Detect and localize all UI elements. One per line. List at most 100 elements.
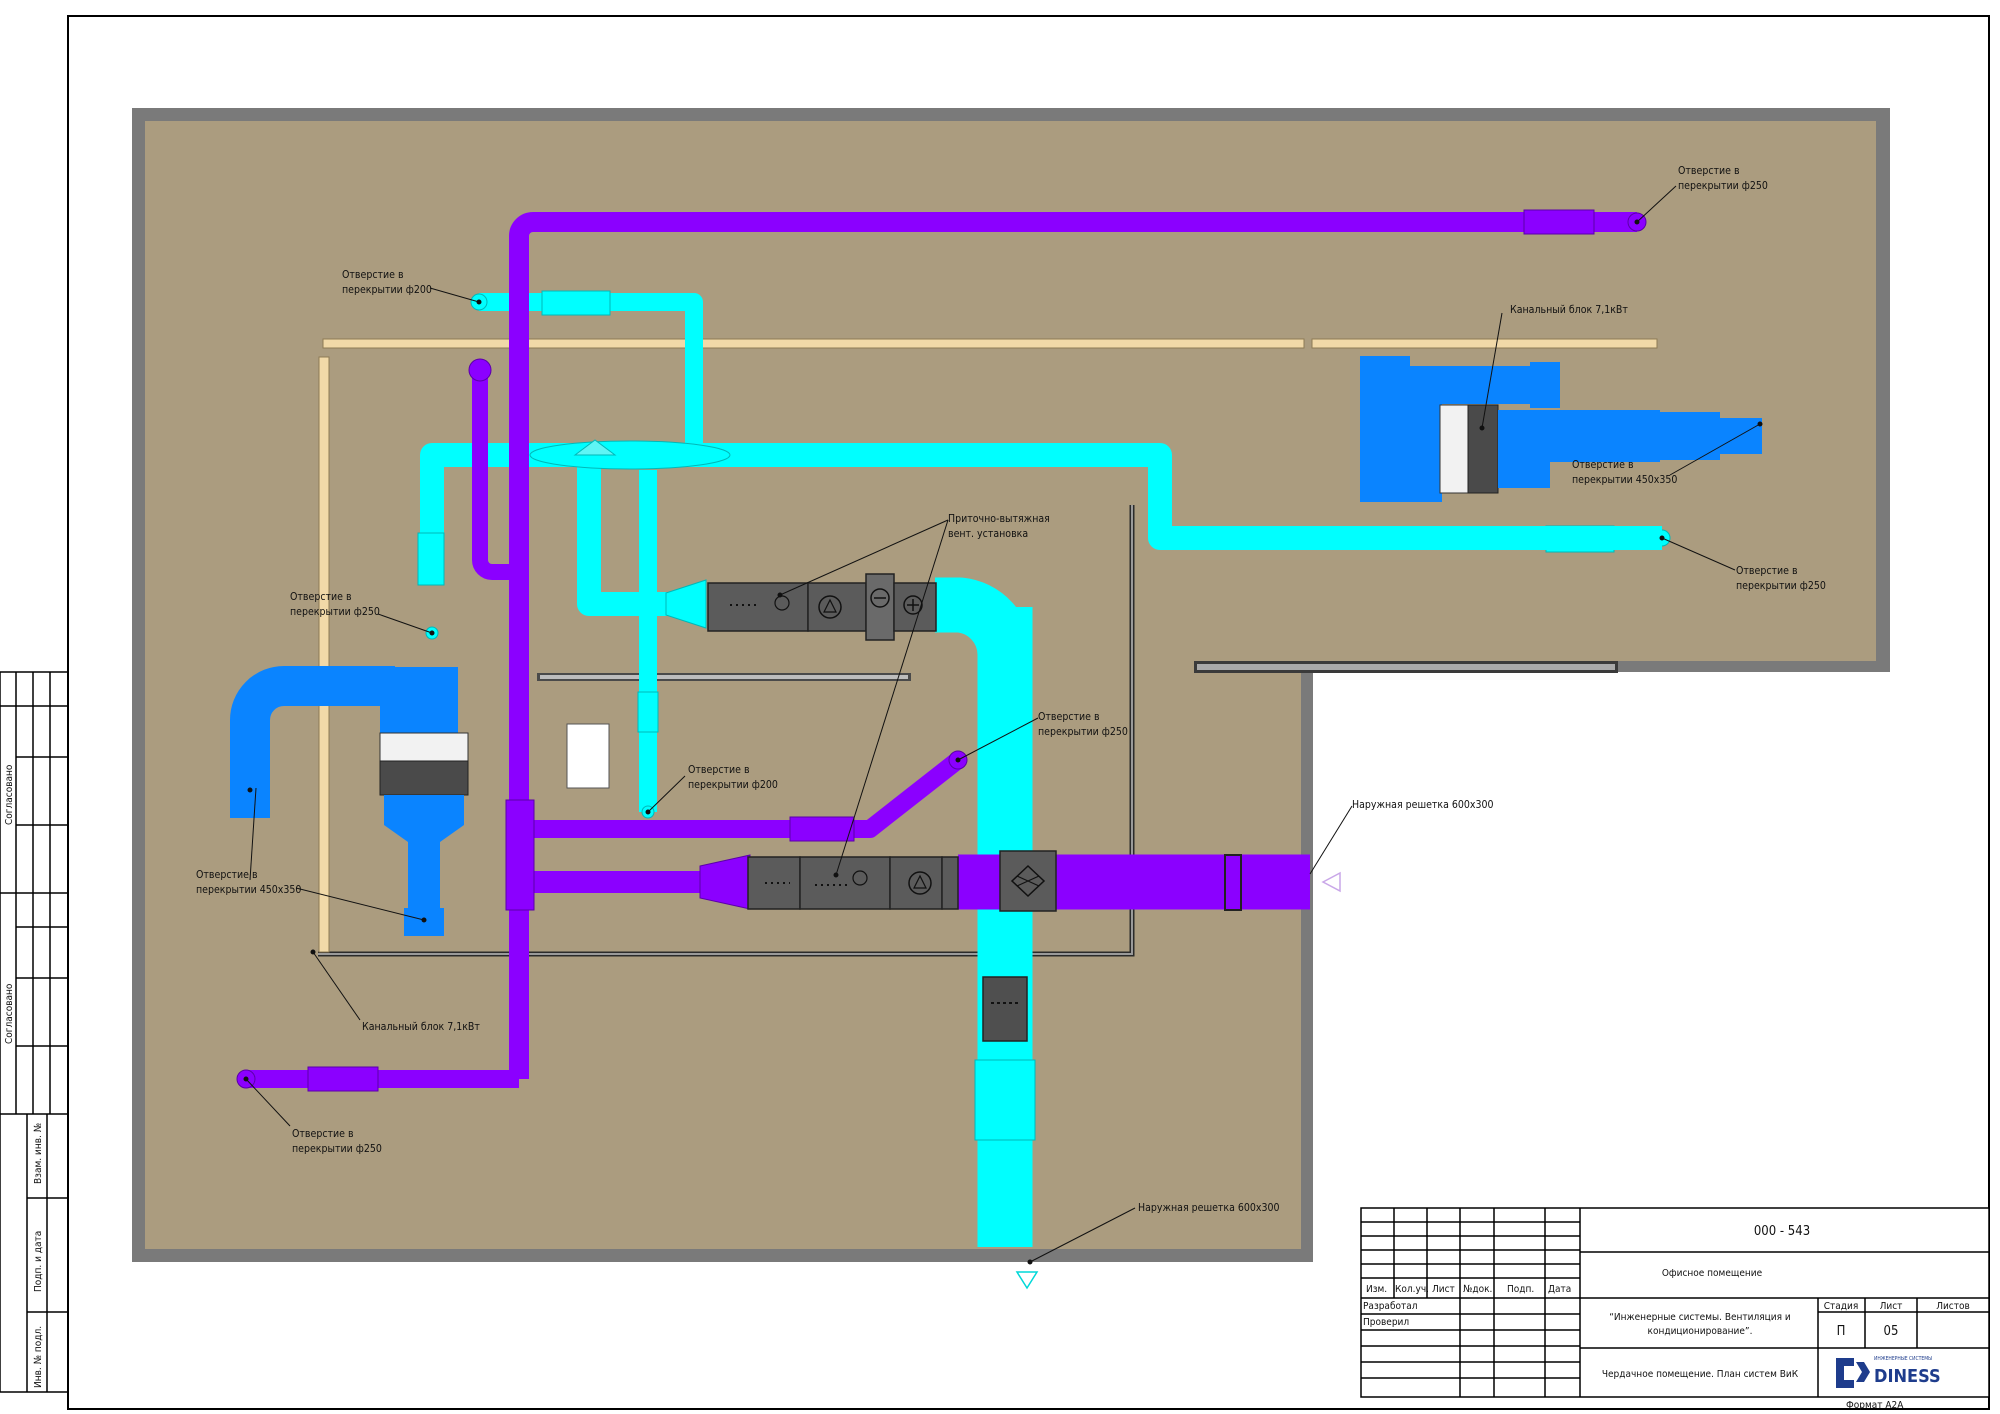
- exhaust-silencer: [789, 816, 855, 842]
- supply-tee: [529, 440, 731, 470]
- filter-icon: [852, 870, 868, 886]
- channel-unit-left: [230, 666, 469, 936]
- annotation-hole-250-bottom-left: Отверстие в: [292, 1128, 354, 1140]
- stamp-sign-date: Подп. и дата: [33, 1231, 44, 1292]
- supply-fitting: [974, 1059, 1036, 1141]
- supply-transition: [665, 579, 707, 629]
- split-duct: [1440, 366, 1546, 404]
- split-plenum: [380, 667, 458, 733]
- leader-dot: [1757, 421, 1763, 427]
- leader-line: [295, 887, 425, 921]
- annotation-grille-bottom: Наружная решетка 600x300: [1138, 1202, 1280, 1214]
- leader-dot: [777, 592, 783, 598]
- tb-system: кондиционирование”.: [1648, 1326, 1753, 1337]
- leader-dot: [1027, 1259, 1033, 1265]
- supply-duct-elbow: [932, 577, 1033, 657]
- annotation-hole-250-center: Отверстие в: [1038, 711, 1100, 723]
- exhaust-duct: [472, 370, 519, 580]
- tb-object: Офисное помещение: [1662, 1268, 1763, 1279]
- annotation-hole-200-top: Отверстие в: [342, 269, 404, 281]
- ahu-section: [941, 856, 959, 910]
- annotation-channel-unit-left: Канальный блок 7,1кВт: [362, 1021, 480, 1033]
- annotation-hole-450-left: перекрытии 450x350: [196, 884, 301, 896]
- stamp-inv-replace: Взам. инв. №: [33, 1123, 44, 1184]
- leader-dot: [1634, 219, 1640, 225]
- logo-text: DINESS: [1874, 1366, 1941, 1387]
- title-block-text: Изм. Кол.уч. Лист №док. Подп. Дата Разра…: [1363, 1224, 1970, 1411]
- ahu-exhaust-unit: [747, 856, 959, 910]
- supply-silencer: [417, 532, 445, 586]
- split-transition: [384, 825, 464, 842]
- split-duct: [1520, 410, 1550, 488]
- exhaust-fitting: [1224, 854, 1242, 911]
- exhaust-duct: [509, 212, 1637, 1079]
- fan-icon: [913, 874, 927, 889]
- channel-unit-body-dark: [1467, 404, 1499, 494]
- stamp-agreed: Согласовано: [4, 764, 15, 825]
- annotation-hole-250-left: перекрытии ф250: [290, 606, 380, 618]
- tb-developed: Разработал: [1363, 1300, 1418, 1312]
- leader-dot: [476, 299, 482, 305]
- leader-dot: [421, 917, 427, 923]
- exhaust-hole: [468, 358, 492, 382]
- leader-dot: [1479, 425, 1485, 431]
- leader-line: [1029, 1207, 1136, 1263]
- split-plenum: [384, 795, 464, 825]
- annotation-hole-450-right: Отверстие в: [1572, 459, 1634, 471]
- heat-recovery-unit: [982, 850, 1057, 1042]
- annotations: Отверстие в перекрытии ф250 Отверстие в …: [196, 165, 1826, 1214]
- title-block: [1360, 1207, 1990, 1398]
- split-duct-end: [1530, 362, 1560, 408]
- annotation-hole-200-center: перекрытии ф200: [688, 779, 778, 791]
- beam: [1311, 338, 1658, 349]
- ceiling-hatch: [566, 723, 610, 789]
- damper: [982, 976, 1028, 1042]
- leader-line: [1661, 537, 1736, 571]
- ahu-section: [707, 582, 809, 632]
- leader-lines: [243, 185, 1763, 1265]
- beam: [322, 338, 1305, 349]
- tb-header-doc: №док.: [1463, 1284, 1492, 1295]
- leader-line: [957, 717, 1039, 761]
- leader-dot: [247, 787, 253, 793]
- annotation-hole-250-bottom-left: перекрытии ф250: [292, 1143, 382, 1155]
- annotation-ahu: Приточно-вытяжная: [948, 513, 1050, 525]
- leader-line: [1636, 185, 1677, 223]
- leader-dot: [1659, 535, 1665, 541]
- fan-icon: [818, 595, 842, 619]
- leader-line: [249, 787, 257, 881]
- title-block-frame: [1360, 1207, 1990, 1398]
- leader-dot: [833, 872, 839, 878]
- annotation-ahu: вент. установка: [948, 528, 1028, 540]
- fan-icon: [908, 871, 932, 895]
- tb-format: Формат А2А: [1846, 1400, 1904, 1411]
- annotation-grille-right: Наружная решетка 600x300: [1352, 799, 1494, 811]
- annotation-hole-200-center: Отверстие в: [688, 764, 750, 776]
- annotation-channel-unit-right: Канальный блок 7,1кВт: [1510, 304, 1628, 316]
- leader-dot: [310, 949, 316, 955]
- tb-header-izm: Изм.: [1366, 1284, 1387, 1295]
- ahu-section: [807, 582, 867, 632]
- tb-stage-label: Стадия: [1824, 1301, 1859, 1312]
- tb-stage: П: [1837, 1324, 1846, 1339]
- tb-sheets-label: Листов: [1936, 1301, 1970, 1312]
- side-stamp: [0, 671, 69, 1393]
- split-duct: [1630, 412, 1720, 460]
- tb-system: “Инженерные системы. Вентиляция и: [1609, 1312, 1791, 1323]
- step-wall-inner: [1197, 664, 1615, 670]
- beam: [318, 356, 330, 953]
- supply-duct: [420, 443, 1380, 585]
- split-transition: [1498, 410, 1520, 488]
- interior-wall-inner: [540, 675, 908, 679]
- channel-unit-body-dark: [379, 760, 469, 796]
- fan-icon: [823, 598, 837, 613]
- ahu-section: [799, 856, 891, 910]
- leader-line: [429, 287, 480, 303]
- annotation-hole-450-right: перекрытии 450x350: [1572, 474, 1677, 486]
- logo-subtitle: ИНЖЕНЕРНЫЕ СИСТЕМЫ: [1874, 1356, 1932, 1362]
- exhaust-silencer: [307, 1066, 379, 1092]
- leader-line: [835, 519, 949, 876]
- annotation-hole-250-right: перекрытии ф250: [1736, 580, 1826, 592]
- leader-line: [245, 1078, 291, 1127]
- tb-checked: Проверил: [1363, 1317, 1409, 1328]
